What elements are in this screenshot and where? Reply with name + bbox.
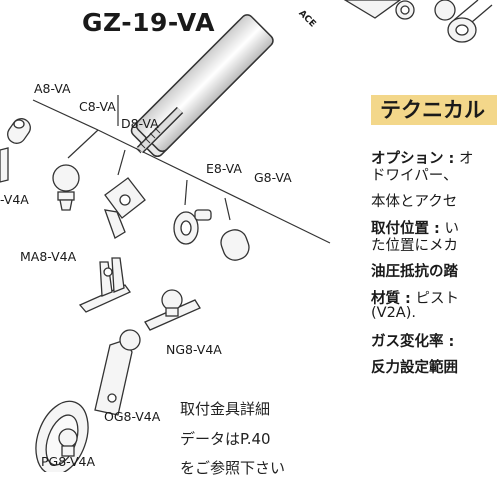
spec-line3: 本体とアクセ (371, 194, 458, 210)
label-og8: OG8-V4A (104, 409, 161, 424)
ma8-bracket-icon (78, 257, 131, 313)
top-fittings-icon (343, 0, 493, 43)
label-a8: A8-VA (34, 81, 71, 96)
spec-options: オプション : オ (371, 151, 474, 167)
label-v4a-cut: -V4A (0, 192, 29, 207)
spec-force: 反力設定範囲 (371, 360, 458, 376)
e8-rodend-icon (173, 209, 212, 245)
spec-oil: 油圧抵抗の踏 (371, 264, 458, 280)
label-g8: G8-VA (254, 170, 292, 185)
leader-line-a8 (32, 99, 99, 131)
a8-fitting-icon (7, 118, 31, 144)
pg8-bracket-icon (35, 400, 89, 472)
leader-line-c8 (67, 129, 99, 159)
label-ng8: NG8-V4A (166, 342, 222, 357)
label-d8: D8-VA (121, 116, 159, 131)
leader-line-e8 (184, 179, 188, 206)
gas-spring-icon (130, 14, 274, 158)
note-line-3: をご参照下さい (180, 459, 286, 477)
label-ma8: MA8-V4A (20, 249, 77, 264)
d8-clevis-icon (104, 177, 146, 239)
label-pg8: PG8-V4A (41, 454, 96, 469)
spec-gas: ガス変化率 : (371, 334, 455, 350)
spec-material: 材質 : ピスト (371, 291, 459, 307)
g8-fitting-icon (220, 229, 250, 261)
spec-options-line2: ドワイパー、 (371, 168, 458, 184)
note-line-1: 取付金具詳細 (180, 400, 271, 418)
og8-bracket-icon (94, 329, 141, 416)
label-e8: E8-VA (206, 161, 242, 176)
product-title: GZ-19-VA (82, 8, 215, 37)
technical-heading: テクニカル (371, 95, 497, 125)
spec-mount: 取付位置 : い (371, 221, 459, 237)
leader-line-d8 (117, 149, 126, 176)
leader-line-g8 (224, 197, 231, 221)
label-c8: C8-VA (79, 99, 116, 114)
spec-material-line2: (V2A). (371, 305, 416, 321)
spec-mount-line2: た位置にメカ (371, 238, 458, 254)
note-line-2: データはP.40 (180, 430, 271, 448)
c8-ballstud-icon (52, 164, 80, 211)
ng8-bracket-icon (144, 289, 201, 331)
